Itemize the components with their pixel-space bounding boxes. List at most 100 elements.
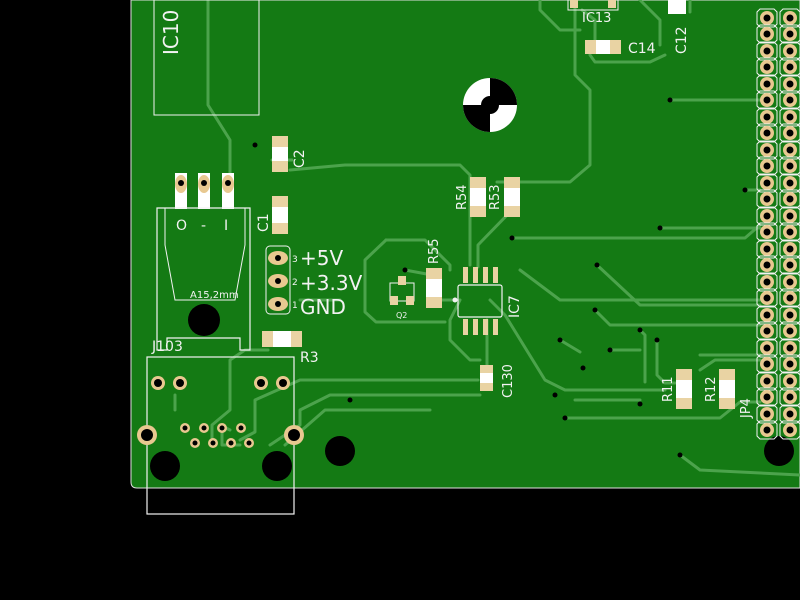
svg-text:IC7: IC7 [507, 295, 523, 318]
svg-text:-: - [201, 218, 206, 234]
header-pin-drill [786, 195, 794, 203]
svg-text:2: 2 [292, 278, 298, 288]
svg-text:+5V: +5V [300, 246, 343, 270]
header-pin-outline [756, 354, 778, 374]
r53-resistor: R53 [488, 177, 520, 217]
svg-text:Q2: Q2 [396, 311, 407, 320]
header-pin-drill [786, 14, 794, 22]
header-pin-drill [763, 278, 771, 286]
svg-text:I: I [224, 218, 228, 234]
header-pin-drill [763, 47, 771, 55]
header-pin-drill [763, 113, 771, 121]
header-pin-outline [756, 173, 778, 193]
header-pin-drill [763, 14, 771, 22]
header-pin-drill [786, 278, 794, 286]
header-pin-drill [786, 129, 794, 137]
header-pin-drill [786, 426, 794, 434]
r3-resistor: R3 [262, 331, 319, 366]
vias [252, 97, 748, 458]
header-pin-outline [756, 404, 778, 424]
j103-connector: J103 [137, 339, 304, 515]
svg-text:C2: C2 [292, 149, 308, 168]
header-pin-drill [786, 179, 794, 187]
header-pin-drill [786, 162, 794, 170]
header-pin-outline [779, 156, 800, 176]
header-pin-outline [779, 420, 800, 440]
header-pin-drill [763, 179, 771, 187]
c14-capacitor: C14 [585, 40, 656, 57]
header-pin-drill [763, 129, 771, 137]
voltage-regulator: O - I A15,2mm [156, 173, 251, 351]
svg-text:C1: C1 [256, 213, 272, 232]
svg-text:R12: R12 [704, 376, 719, 402]
header-pin-outline [779, 123, 800, 143]
header-pin-outline [779, 272, 800, 292]
header-pin-drill [763, 212, 771, 220]
ic10-label: IC10 [159, 10, 183, 55]
pin-header [756, 8, 800, 440]
header-pin-drill [786, 327, 794, 335]
mounting-hole [325, 436, 355, 466]
svg-text:IC13: IC13 [582, 11, 611, 26]
svg-text:R54: R54 [455, 184, 470, 210]
header-pin-outline [779, 239, 800, 259]
header-pin-outline [779, 404, 800, 424]
header-pin-drill [763, 162, 771, 170]
svg-text:O: O [176, 218, 187, 234]
svg-text:C14: C14 [628, 41, 656, 57]
header-pin-drill [763, 410, 771, 418]
header-pin-outline [756, 305, 778, 325]
r11-resistor: R11 [661, 369, 692, 409]
header-pin-outline [779, 57, 800, 77]
svg-text:1: 1 [292, 301, 298, 311]
svg-text:R55: R55 [427, 238, 442, 264]
header-pin-drill [786, 228, 794, 236]
header-pin-drill [763, 261, 771, 269]
header-pin-drill [763, 377, 771, 385]
header-pin-drill [786, 245, 794, 253]
header-pin-outline [779, 288, 800, 308]
ic10-outline [153, 0, 260, 116]
ic13: IC13 [567, 0, 619, 26]
svg-text:GND: GND [300, 295, 346, 319]
header-pin-outline [779, 74, 800, 94]
header-pin-drill [763, 327, 771, 335]
header-pin-drill [786, 393, 794, 401]
header-pin-outline [779, 222, 800, 242]
header-pin-drill [763, 393, 771, 401]
header-pin-outline [756, 189, 778, 209]
mounting-hole [764, 436, 794, 466]
header-pin-outline [756, 140, 778, 160]
header-pin-outline [779, 338, 800, 358]
c12-capacitor: C12 [668, 0, 690, 54]
c130-capacitor: C130 [480, 364, 516, 398]
header-pin-drill [786, 63, 794, 71]
header-pin-drill [763, 360, 771, 368]
header-pin-drill [763, 426, 771, 434]
svg-text:3: 3 [292, 255, 298, 265]
header-pin-outline [779, 305, 800, 325]
header-pin-outline [779, 206, 800, 226]
header-pin-drill [786, 410, 794, 418]
header-pin-drill [786, 261, 794, 269]
header-pin-drill [786, 344, 794, 352]
header-pin-drill [786, 311, 794, 319]
header-pin-drill [786, 80, 794, 88]
header-pin-outline [756, 239, 778, 259]
header-pin-outline [779, 371, 800, 391]
header-pin-drill [786, 96, 794, 104]
svg-text:R53: R53 [488, 184, 503, 210]
header-pin-drill [763, 311, 771, 319]
header-pin-drill [786, 212, 794, 220]
header-pin-outline [779, 189, 800, 209]
svg-text:R11: R11 [661, 376, 676, 402]
header-pin-drill [763, 228, 771, 236]
header-pin-outline [779, 24, 800, 44]
header-pin-drill [786, 146, 794, 154]
header-pin-outline [779, 354, 800, 374]
header-pin-outline [756, 371, 778, 391]
svg-text:R3: R3 [300, 350, 319, 366]
header-pin-outline [756, 8, 778, 28]
header-pin-drill [763, 294, 771, 302]
svg-text:C130: C130 [501, 364, 516, 398]
